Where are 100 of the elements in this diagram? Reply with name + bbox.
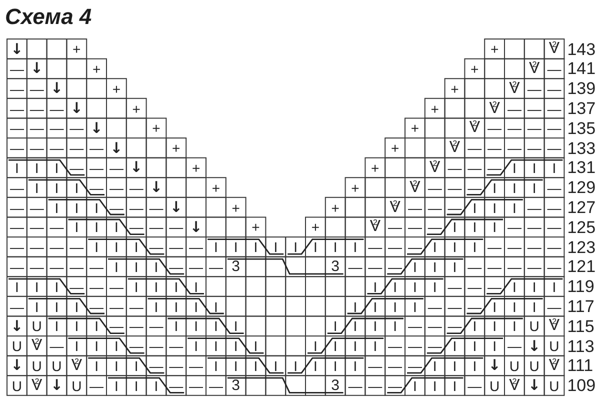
stitch-symbol: — [527, 102, 542, 116]
row-number: 117 [567, 298, 594, 316]
stitch-symbol: + [331, 200, 340, 215]
stitch-symbol: — [527, 240, 542, 254]
stitch-symbol: ↓ [70, 101, 83, 116]
stitch-symbol: — [428, 200, 442, 215]
stitch-symbol: ↓ [190, 220, 202, 235]
stitch-symbol: U [509, 358, 520, 373]
stitch-symbol: I [512, 319, 516, 334]
stitch-symbol: I [194, 319, 198, 334]
stitch-symbol: — [149, 339, 164, 354]
stitch-symbol: — [527, 220, 542, 234]
stitch-symbol: I [393, 319, 397, 334]
stitch-symbol: + [351, 180, 360, 195]
stitch-symbol: — [70, 280, 84, 294]
stitch-symbol: — [189, 240, 204, 254]
stitch-symbol: — [507, 240, 522, 254]
stitch-symbol: U [529, 358, 540, 373]
stitch-symbol: — [507, 220, 522, 234]
stitch-symbol: — [547, 200, 562, 215]
row-number: 111 [567, 357, 594, 374]
stitch-symbol: I [34, 300, 39, 314]
stitch-symbol: — [30, 141, 44, 156]
stitch-symbol: ↓ [110, 140, 123, 156]
stitch-symbol: — [388, 240, 402, 254]
row-number: 131 [567, 159, 596, 176]
stitch-symbol: — [90, 141, 104, 156]
stitch-symbol: I [333, 319, 338, 334]
stitch-symbol: — [507, 260, 522, 274]
stitch-symbol: ↓ [50, 81, 64, 96]
stitch-symbol: — [388, 378, 402, 393]
stitch-symbol: + [112, 82, 121, 96]
stitch-symbol: I [413, 300, 417, 314]
stitch-symbol: I [452, 378, 457, 393]
stitch-symbol: — [428, 339, 442, 354]
stitch-symbol: — [448, 280, 462, 294]
stitch-symbol: — [547, 220, 562, 234]
stitch-symbol: I [274, 358, 278, 373]
stitch-symbol: — [129, 319, 144, 334]
stitch-symbol: I [54, 319, 59, 334]
stitch-symbol: — [547, 82, 562, 96]
stitch-symbol: I [234, 358, 238, 373]
stitch-symbol: I [472, 358, 477, 373]
stitch-symbol: — [388, 220, 402, 234]
stitch-symbol: ↓ [30, 61, 44, 76]
stitch-symbol: + [371, 160, 380, 175]
stitch-symbol: I [432, 280, 437, 294]
stitch-symbol: ↓ [90, 120, 103, 136]
stitch-symbol: I [234, 319, 238, 334]
stitch-symbol: I [512, 300, 516, 314]
stitch-symbol: I [134, 280, 138, 294]
stitch-symbol: I [314, 339, 318, 354]
stitch-symbol: — [149, 200, 164, 215]
stitch-symbol: — [30, 121, 44, 136]
stitch-symbol: I [234, 240, 238, 254]
stitch-symbol: U [52, 358, 62, 373]
stitch-symbol: I [413, 280, 417, 294]
stitch-symbol: — [208, 378, 223, 393]
stitch-symbol: ↓ [528, 378, 541, 394]
stitch-symbol: — [388, 260, 402, 274]
stitch-symbol: I [54, 300, 59, 314]
stitch-symbol: + [390, 141, 400, 156]
stitch-symbol: I [314, 358, 318, 373]
stitch-symbol: I [194, 300, 198, 314]
stitch-symbol: I [214, 240, 218, 254]
row-number: 127 [567, 199, 596, 216]
stitch-symbol: U [549, 378, 560, 393]
stitch-symbol: I [373, 319, 378, 334]
row-number: 133 [567, 140, 596, 157]
stitch-symbol: I [512, 280, 516, 294]
stitch-symbol: — [90, 160, 104, 175]
stitch-symbol: I [432, 378, 437, 393]
stitch-symbol: I [74, 300, 79, 314]
stitch-symbol: — [348, 378, 362, 393]
row-number: 121 [567, 258, 596, 276]
stitch-symbol: I [114, 378, 118, 393]
stitch-symbol: I [452, 260, 457, 274]
stitch-symbol: — [448, 180, 462, 195]
stitch-symbol: — [527, 260, 542, 274]
stitch-symbol: — [109, 160, 124, 175]
stitch-symbol: — [10, 180, 24, 195]
stitch-symbol: — [109, 319, 124, 334]
stitch-symbol: I [432, 358, 437, 373]
stitch-symbol: — [448, 300, 462, 314]
stitch-symbol: — [428, 319, 442, 334]
stitch-symbol: — [70, 121, 84, 136]
row-number: 113 [567, 338, 594, 355]
stitch-symbol: I [393, 280, 397, 294]
stitch-symbol: I [314, 240, 318, 254]
stitch-symbol: U [12, 339, 22, 354]
stitch-symbol: — [70, 240, 84, 254]
stitch-symbol: — [468, 260, 482, 274]
stitch-symbol: — [10, 62, 24, 76]
stitch-symbol: — [468, 300, 482, 314]
stitch-symbol: — [368, 260, 382, 274]
stitch-symbol: — [547, 121, 562, 136]
stitch-symbol: — [189, 358, 204, 373]
stitch-symbol: I [333, 358, 338, 373]
row-number: 143 [567, 40, 596, 58]
stitch-symbol: I [373, 280, 378, 294]
